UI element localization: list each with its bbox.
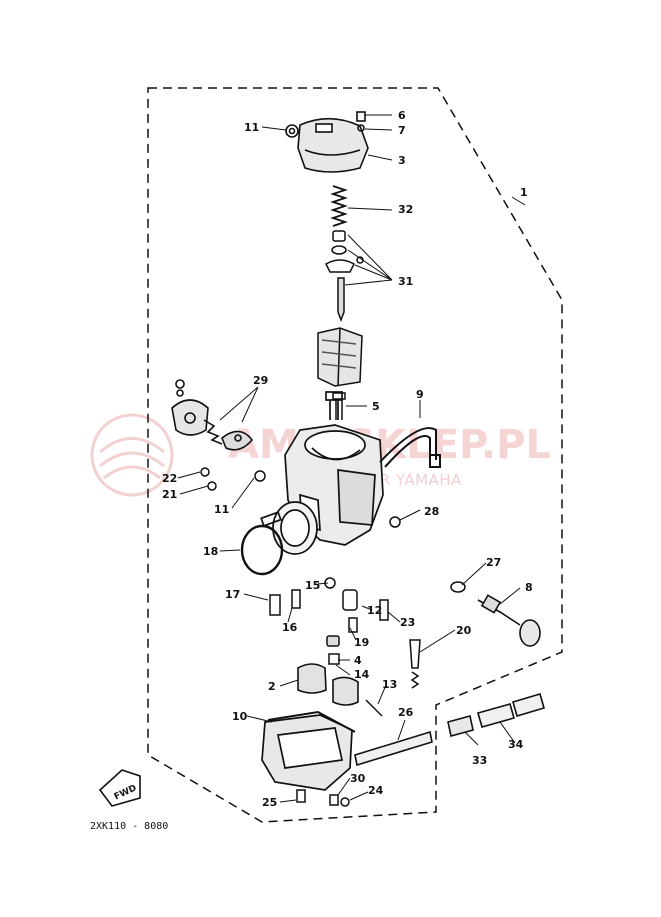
callout-15: 15 bbox=[305, 579, 320, 592]
callout-13: 13 bbox=[382, 678, 397, 691]
callout-32: 32 bbox=[398, 203, 413, 216]
throttle-spring bbox=[330, 185, 348, 227]
callout-6: 6 bbox=[398, 109, 406, 122]
callout-21: 21 bbox=[162, 488, 177, 501]
jets-and-screws bbox=[200, 467, 421, 807]
callout-27: 27 bbox=[486, 556, 501, 569]
callout-26: 26 bbox=[398, 706, 414, 719]
callout-1: 1 bbox=[520, 186, 528, 199]
callout-16: 16 bbox=[282, 621, 298, 634]
jet-needle-assembly bbox=[325, 230, 364, 323]
callout-10: 10 bbox=[232, 710, 248, 723]
intake-flange bbox=[240, 501, 318, 576]
fwd-arrow-badge: FWD bbox=[98, 769, 141, 807]
callout-25: 25 bbox=[262, 796, 277, 809]
throttle-shaft bbox=[450, 581, 541, 647]
callout-5: 5 bbox=[372, 400, 380, 413]
callout-22: 22 bbox=[162, 472, 177, 485]
callout-14: 14 bbox=[354, 668, 370, 681]
vent-hose bbox=[379, 427, 441, 468]
callout-8: 8 bbox=[525, 581, 533, 594]
float bbox=[297, 663, 359, 706]
callout-2: 2 bbox=[268, 680, 276, 693]
callout-29: 29 bbox=[253, 374, 268, 387]
throttle-valve bbox=[317, 327, 363, 387]
callout-34: 34 bbox=[508, 738, 524, 751]
watermark-brand: AMA-SKLEP.PL bbox=[228, 422, 551, 468]
accelerator-pump bbox=[171, 379, 254, 451]
callout-17: 17 bbox=[225, 588, 240, 601]
watermark-logo-icon bbox=[90, 413, 174, 497]
callout-31: 31 bbox=[398, 275, 413, 288]
callout-9: 9 bbox=[416, 388, 424, 401]
assembly-boundary bbox=[147, 87, 563, 823]
screw-5 bbox=[332, 392, 346, 420]
callout-11a: 11 bbox=[244, 121, 259, 134]
callout-18: 18 bbox=[203, 545, 218, 558]
callout-23: 23 bbox=[400, 616, 415, 629]
tubes bbox=[354, 693, 545, 767]
callout-11b: 11 bbox=[214, 503, 229, 516]
top-cover bbox=[285, 111, 369, 173]
float-bowl bbox=[261, 710, 356, 791]
callout-4: 4 bbox=[354, 654, 362, 667]
callout-20: 20 bbox=[456, 624, 472, 637]
callout-30: 30 bbox=[350, 772, 366, 785]
diagram-code: 2XK110 - 8080 bbox=[90, 821, 168, 832]
callout-3: 3 bbox=[398, 154, 406, 167]
part-callouts: 1 2 3 4 5 6 7 8 9 10 11 11 12 13 14 15 1… bbox=[162, 109, 533, 809]
leader-lines bbox=[177, 114, 526, 803]
callout-19: 19 bbox=[354, 636, 369, 649]
callout-12: 12 bbox=[367, 604, 382, 617]
callout-24: 24 bbox=[368, 784, 384, 797]
callout-28: 28 bbox=[424, 505, 439, 518]
callout-7: 7 bbox=[398, 124, 406, 137]
callout-33: 33 bbox=[472, 754, 487, 767]
